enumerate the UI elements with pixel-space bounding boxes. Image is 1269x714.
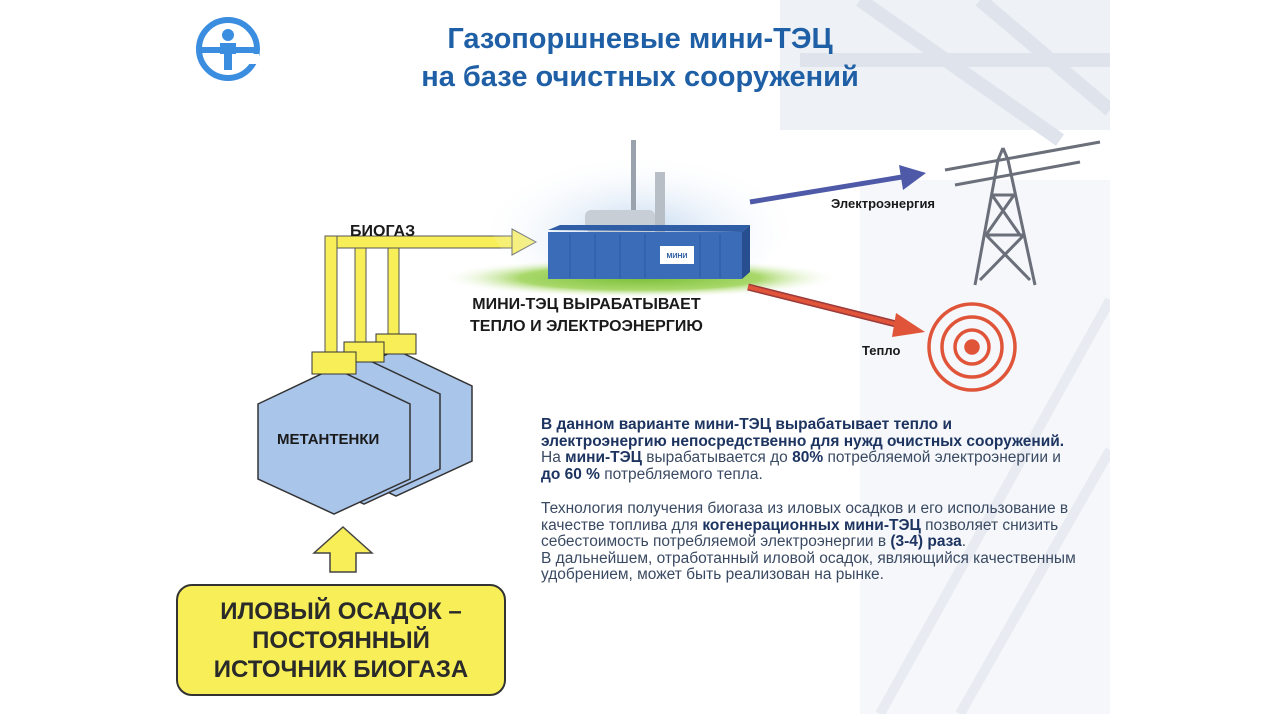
chp-caption-line-2: ТЕПЛО И ЭЛЕКТРОЭНЕРГИЮ: [470, 318, 703, 335]
digester-tanks: [257, 333, 473, 515]
title-line-1: Газопоршневые мини-ТЭЦ: [447, 23, 833, 55]
sludge-line-2: ПОСТОЯННЫЙ: [252, 626, 430, 654]
biogas-pipes: [324, 228, 538, 357]
desc-text: .: [961, 533, 967, 550]
desc-text: Технология получения биогаза из иловых о…: [541, 500, 1069, 534]
digesters-label: МЕТАНТЕНКИ: [277, 431, 380, 448]
sludge-line-1: ИЛОВЫЙ ОСАДОК –: [220, 597, 462, 625]
up-arrow-icon: [312, 525, 374, 573]
title-line-2: на базе очистных сооружений: [421, 61, 859, 93]
description-paragraph-3: В дальнейшем, отработанный иловой осадок…: [541, 549, 1076, 583]
electricity-label: Электроэнергия: [831, 196, 936, 211]
desc-text: позволяет снизить себестоимость потребля…: [541, 516, 1059, 550]
desc-bold-text: 80%: [792, 449, 824, 466]
chp-caption-line-1: МИНИ-ТЭЦ ВЫРАБАТЫВАЕТ: [472, 296, 701, 313]
description-text: В данном варианте мини-ТЭЦ вырабатывает …: [541, 416, 1076, 584]
chp-caption: МИНИ-ТЭЦ ВЫРАБАТЫВАЕТ ТЕПЛО И ЭЛЕКТРОЭНЕ…: [470, 294, 703, 338]
electricity-arrow: [749, 165, 926, 205]
page-title: Газопоршневые мини-ТЭЦ на базе очистных …: [360, 20, 920, 96]
desc-bold-text: В данном варианте мини-ТЭЦ вырабатывает …: [541, 416, 1065, 450]
mini-chp-plant-illustration: МИНИ: [440, 140, 840, 298]
heat-arrow: [747, 283, 925, 337]
desc-bold-text: (3-4) раза: [890, 533, 962, 550]
organization-logo-icon: [196, 17, 260, 81]
desc-bold-text: когенерационных мини-ТЭЦ: [702, 516, 921, 534]
desc-text: потребляемой электроэнергии и: [823, 449, 1061, 466]
digester-tank-1: [257, 351, 411, 515]
heat-label: Тепло: [862, 343, 901, 358]
transmission-tower-icon: [944, 140, 1101, 286]
description-paragraph-2: Технология получения биогаза из иловых о…: [541, 500, 1076, 551]
desc-text: На: [541, 449, 566, 466]
biogas-label: БИОГАЗ: [350, 223, 416, 240]
desc-text: вырабатывается до: [642, 449, 793, 466]
background-decoration: [780, 0, 1110, 714]
container-brand-label: МИНИ: [667, 253, 688, 260]
desc-bold-text: мини-ТЭЦ: [565, 449, 642, 466]
description-paragraph-1: В данном варианте мини-ТЭЦ вырабатывает …: [541, 416, 1076, 483]
sludge-line-3: ИСТОЧНИК БИОГАЗА: [213, 655, 469, 683]
sludge-source-box: ИЛОВЫЙ ОСАДОК – ПОСТОЯННЫЙ ИСТОЧНИК БИОГ…: [176, 584, 506, 696]
desc-text: потребляемого тепла.: [599, 465, 763, 483]
heat-target-icon: [927, 302, 1017, 392]
desc-bold-text: до 60 %: [541, 465, 600, 483]
